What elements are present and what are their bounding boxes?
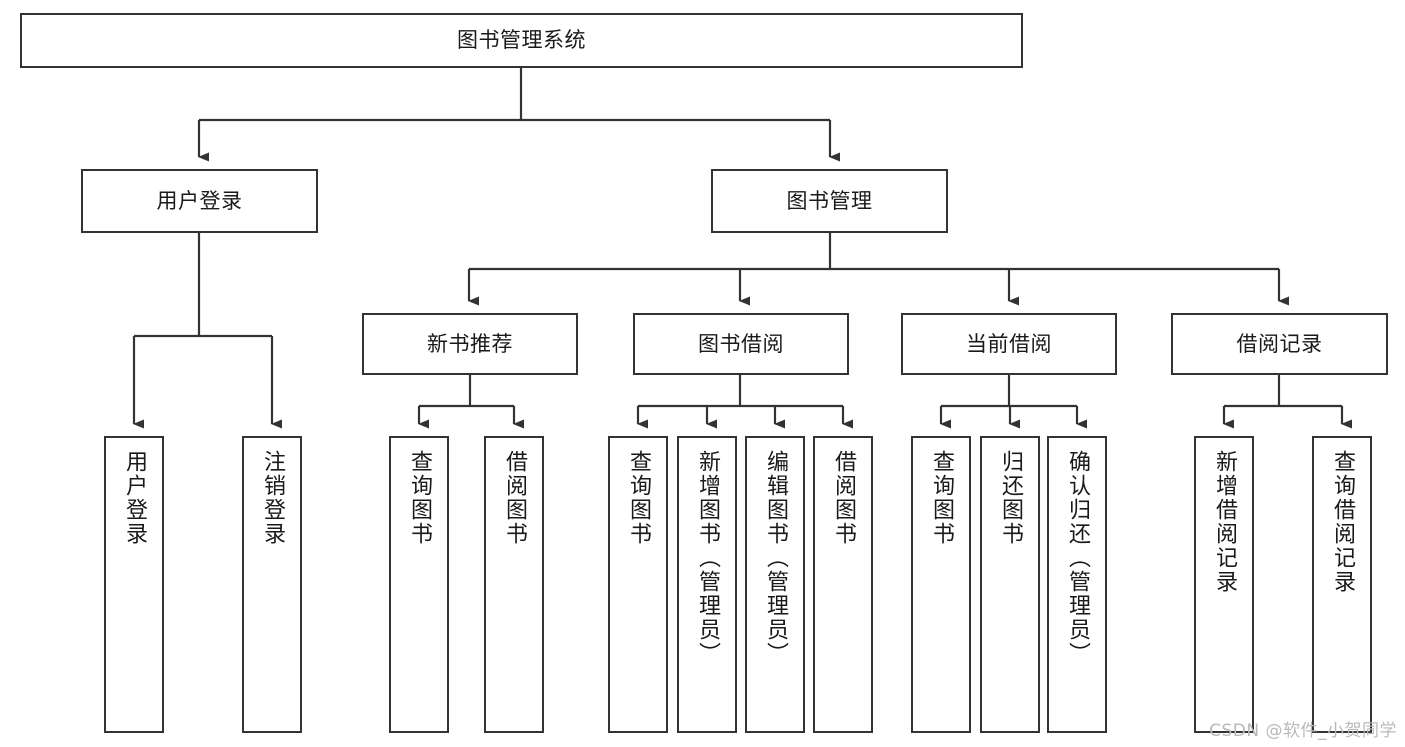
node-borrow-record-label: 借阅记录 bbox=[1236, 331, 1323, 356]
edge-new-book-rec-to-leaves bbox=[417, 375, 524, 429]
node-book-borrow-label: 图书借阅 bbox=[698, 331, 784, 356]
edge-user-login-to-leaves bbox=[132, 233, 282, 429]
node-new-book-rec[interactable]: 新书推荐 bbox=[362, 313, 578, 375]
leaf-query-record-label: 查询借阅记录 bbox=[1330, 450, 1355, 594]
node-root-label: 图书管理系统 bbox=[457, 28, 586, 53]
node-book-mgmt[interactable]: 图书管理 bbox=[711, 169, 948, 233]
node-root[interactable]: 图书管理系统 bbox=[20, 13, 1023, 68]
leaf-confirm-return-label: 确认归还（管理员） bbox=[1065, 450, 1090, 666]
leaf-query-book-1[interactable]: 查询图书 bbox=[389, 436, 449, 733]
leaf-query-book-2-label: 查询图书 bbox=[626, 450, 651, 546]
leaf-return-book[interactable]: 归还图书 bbox=[980, 436, 1040, 733]
leaf-confirm-return[interactable]: 确认归还（管理员） bbox=[1047, 436, 1107, 733]
leaf-borrow-book-1-label: 借阅图书 bbox=[502, 450, 527, 546]
node-book-borrow[interactable]: 图书借阅 bbox=[633, 313, 849, 375]
leaf-user-login-label: 用户登录 bbox=[122, 450, 147, 546]
leaf-query-book-2[interactable]: 查询图书 bbox=[608, 436, 668, 733]
leaf-query-book-3-label: 查询图书 bbox=[929, 450, 954, 546]
edge-current-borrow-to-leaves bbox=[939, 375, 1087, 429]
leaf-add-book-label: 新增图书（管理员） bbox=[695, 450, 720, 666]
leaf-edit-book-label: 编辑图书（管理员） bbox=[763, 450, 788, 666]
leaf-query-record[interactable]: 查询借阅记录 bbox=[1312, 436, 1372, 733]
leaf-add-record[interactable]: 新增借阅记录 bbox=[1194, 436, 1254, 733]
node-borrow-record[interactable]: 借阅记录 bbox=[1171, 313, 1388, 375]
leaf-borrow-book-1[interactable]: 借阅图书 bbox=[484, 436, 544, 733]
node-user-login-label: 用户登录 bbox=[156, 188, 243, 213]
leaf-add-record-label: 新增借阅记录 bbox=[1212, 450, 1237, 594]
leaf-query-book-3[interactable]: 查询图书 bbox=[911, 436, 971, 733]
leaf-edit-book[interactable]: 编辑图书（管理员） bbox=[745, 436, 805, 733]
leaf-user-logout[interactable]: 注销登录 bbox=[242, 436, 302, 733]
node-user-login[interactable]: 用户登录 bbox=[81, 169, 318, 233]
edge-book-mgmt-to-level3 bbox=[467, 233, 1289, 306]
watermark: CSDN @软件_小贺同学 bbox=[1209, 721, 1397, 741]
leaf-add-book[interactable]: 新增图书（管理员） bbox=[677, 436, 737, 733]
leaf-user-logout-label: 注销登录 bbox=[260, 450, 285, 546]
leaf-return-book-label: 归还图书 bbox=[998, 450, 1023, 546]
leaf-borrow-book-2-label: 借阅图书 bbox=[831, 450, 856, 546]
edge-root-to-level2 bbox=[197, 68, 840, 162]
leaf-user-login[interactable]: 用户登录 bbox=[104, 436, 164, 733]
node-current-borrow[interactable]: 当前借阅 bbox=[901, 313, 1117, 375]
edge-borrow-record-to-leaves bbox=[1222, 375, 1352, 429]
leaf-borrow-book-2[interactable]: 借阅图书 bbox=[813, 436, 873, 733]
leaf-query-book-1-label: 查询图书 bbox=[407, 450, 432, 546]
node-current-borrow-label: 当前借阅 bbox=[966, 331, 1052, 356]
node-new-book-rec-label: 新书推荐 bbox=[427, 331, 513, 356]
edge-book-borrow-to-leaves bbox=[636, 375, 853, 429]
node-book-mgmt-label: 图书管理 bbox=[786, 188, 873, 213]
